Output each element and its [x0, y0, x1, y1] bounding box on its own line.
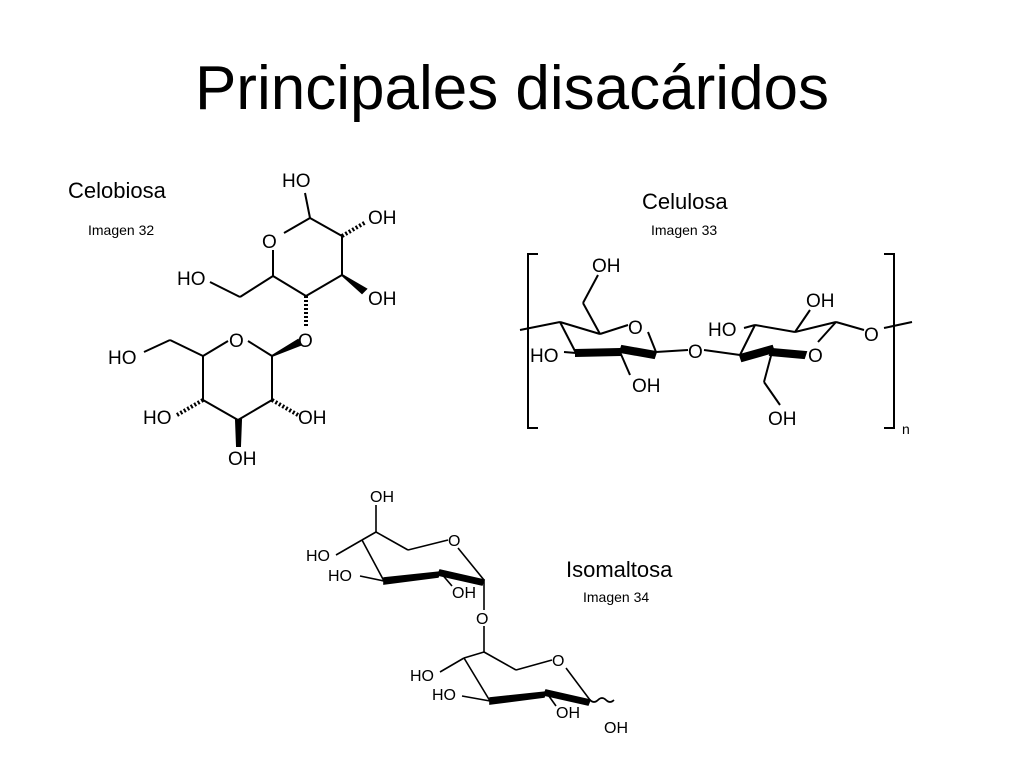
isomaltosa-caption: Imagen 34 [583, 589, 650, 605]
isomaltosa-atom-labels: OH O HO HO OH O O HO HO OH OH [306, 489, 628, 737]
celobiosa-atom-labels: HO OH O HO OH O O HO HO OH OH [108, 171, 397, 470]
celulosa-atom-oh: OH [768, 409, 797, 430]
isomaltosa-atom-ho: HO [410, 668, 434, 685]
celobiosa-atom-o: O [262, 232, 277, 253]
isomaltosa-name: Isomaltosa [566, 557, 673, 582]
celobiosa-caption: Imagen 32 [88, 222, 155, 238]
celulosa-atom-o: O [688, 342, 703, 363]
celobiosa-atom-oh: OH [298, 408, 327, 429]
celulosa-atom-oh: OH [632, 376, 661, 397]
celulosa-atom-oh: OH [592, 256, 621, 277]
celobiosa-atom-o: O [298, 331, 313, 352]
isomaltosa-atom-oh: OH [452, 585, 476, 602]
celulosa-name: Celulosa [642, 189, 728, 214]
isomaltosa-atom-ho: HO [328, 568, 352, 585]
isomaltosa-atom-ho: HO [306, 548, 330, 565]
slide-title: Principales disacáridos [194, 54, 830, 123]
isomaltosa-structure [335, 505, 615, 707]
isomaltosa-atom-oh: OH [604, 720, 628, 737]
celobiosa-atom-ho: HO [282, 171, 311, 192]
celobiosa-atom-ho: HO [108, 348, 137, 369]
celulosa-atom-o: O [628, 318, 643, 339]
celulosa-atom-oh: OH [806, 291, 835, 312]
celobiosa-atom-ho: HO [143, 408, 172, 429]
celobiosa-atom-oh: OH [228, 449, 257, 470]
celulosa-subscript-n: n [902, 421, 910, 437]
isomaltosa-atom-o: O [476, 611, 488, 628]
celobiosa-name: Celobiosa [68, 178, 166, 203]
celulosa-structure [519, 253, 913, 429]
celulosa-atom-o: O [808, 346, 823, 367]
isomaltosa-atom-oh: OH [556, 705, 580, 722]
celulosa-caption: Imagen 33 [651, 222, 718, 238]
isomaltosa-atom-o: O [448, 533, 460, 550]
celobiosa-atom-ho: HO [177, 269, 206, 290]
isomaltosa-atom-ho: HO [432, 687, 456, 704]
isomaltosa-atom-oh: OH [370, 489, 394, 506]
celulosa-atom-ho: HO [708, 320, 737, 341]
celobiosa-atom-oh: OH [368, 208, 397, 229]
celulosa-atom-o: O [864, 325, 879, 346]
celulosa-atom-ho: HO [530, 346, 559, 367]
isomaltosa-atom-o: O [552, 653, 564, 670]
celobiosa-structure [143, 192, 368, 447]
celobiosa-atom-oh: OH [368, 289, 397, 310]
celobiosa-atom-o: O [229, 331, 244, 352]
celulosa-atom-labels: OH O HO OH O HO OH O O OH n [530, 256, 910, 437]
